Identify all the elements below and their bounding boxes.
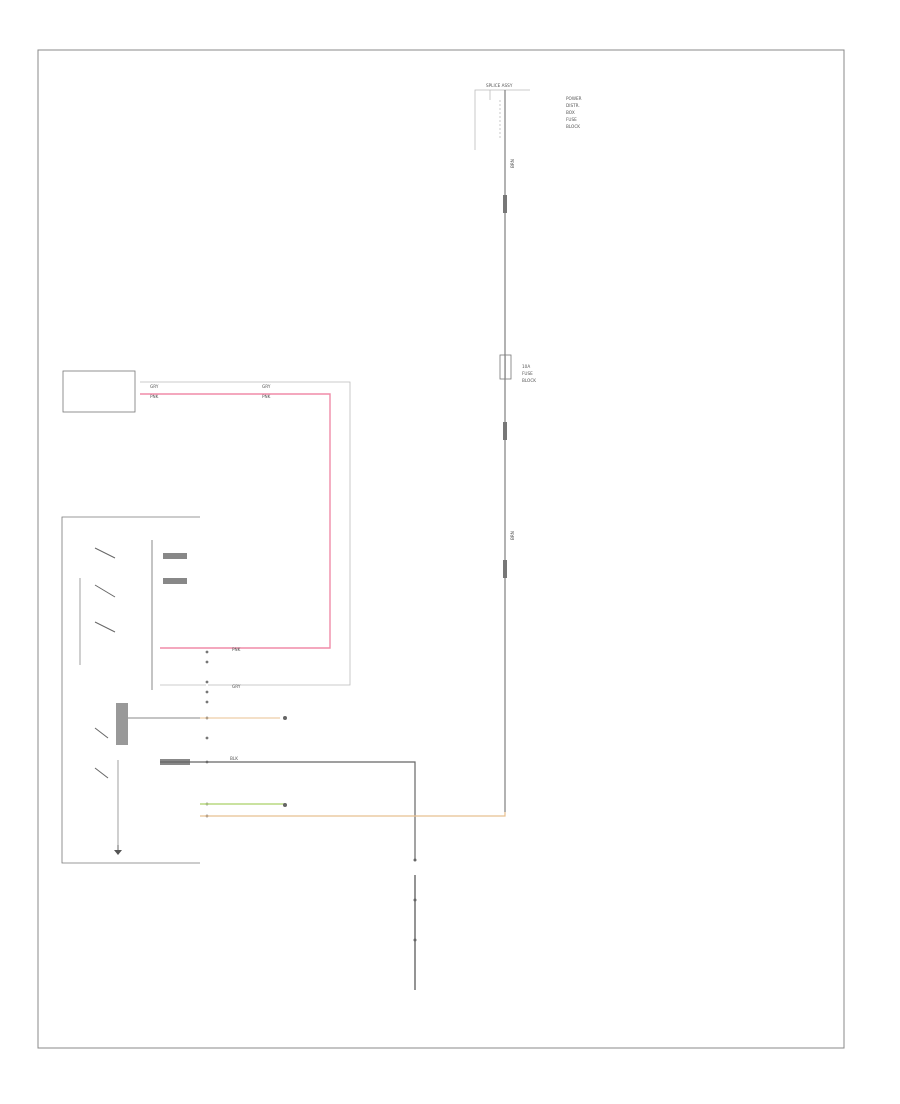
ref-arrow-1 (283, 716, 287, 720)
wire-marker-2 (503, 422, 507, 440)
sensor-wire-left-top: GRY (150, 384, 159, 389)
sensor-module-box (62, 370, 136, 413)
sbm-ground-icon (114, 850, 122, 855)
sbm-bracket (61, 516, 200, 864)
sbm-row-bar-1 (163, 553, 187, 559)
wire-marker-3 (503, 560, 507, 578)
lower-switch-2 (94, 767, 109, 779)
fuse-note-3: BLOCK (522, 378, 536, 383)
ground-dot-2 (413, 938, 417, 942)
top-splice-group: SPLICE ASSY POWER DISTR. BOX FUSE BLOCK (474, 83, 582, 150)
sbm-switches (79, 547, 116, 665)
wire-marker-1 (503, 195, 507, 213)
sensor-module: GRY PNK GRY PNK (62, 370, 271, 413)
connector-dots (205, 650, 209, 818)
top-note-3: BOX (566, 110, 575, 115)
sbm-lower-connector (116, 703, 128, 745)
sbm-wire-color-2: GRY (232, 684, 241, 689)
sensor-wire-right-top: GRY (262, 384, 271, 389)
sensor-harness-outline (140, 381, 351, 686)
top-wire-color: BRN (510, 159, 515, 168)
fuse-note-1: 10A (522, 364, 530, 369)
ground-splice-dot (413, 858, 417, 862)
sbm-row-bar-2 (163, 578, 187, 584)
tan-wire-2 (200, 812, 506, 817)
top-note-2: DISTR. (566, 103, 580, 108)
mid-wire-color: BRN (510, 531, 515, 540)
top-note-1: POWER (566, 96, 582, 101)
pink-wire (140, 393, 331, 649)
top-splice-bracket (474, 89, 530, 150)
sensor-wire-right-bottom: PNK (262, 394, 271, 399)
ref-arrow-2 (283, 803, 287, 807)
top-note-5: BLOCK (566, 124, 580, 129)
black-wire (160, 761, 416, 860)
diagram-frame (37, 49, 845, 1049)
switch-1 (94, 547, 116, 559)
sbm-wire-color-4: BLK (230, 756, 238, 761)
ground-dot-1 (413, 898, 417, 902)
top-splice-label: SPLICE ASSY (486, 83, 513, 88)
ground-group (413, 858, 417, 990)
switch-2 (94, 584, 116, 598)
fuse-note-2: FUSE (522, 371, 533, 376)
sensor-wire-left-bottom: PNK (150, 394, 159, 399)
lower-switch-1 (94, 727, 109, 739)
fuse-group: 10A FUSE BLOCK (499, 354, 536, 383)
sbm-module: PNK GRY (61, 516, 506, 864)
top-note-4: FUSE (566, 117, 577, 122)
switch-3 (94, 621, 116, 633)
sbm-wire-color-1: PNK (232, 647, 241, 652)
